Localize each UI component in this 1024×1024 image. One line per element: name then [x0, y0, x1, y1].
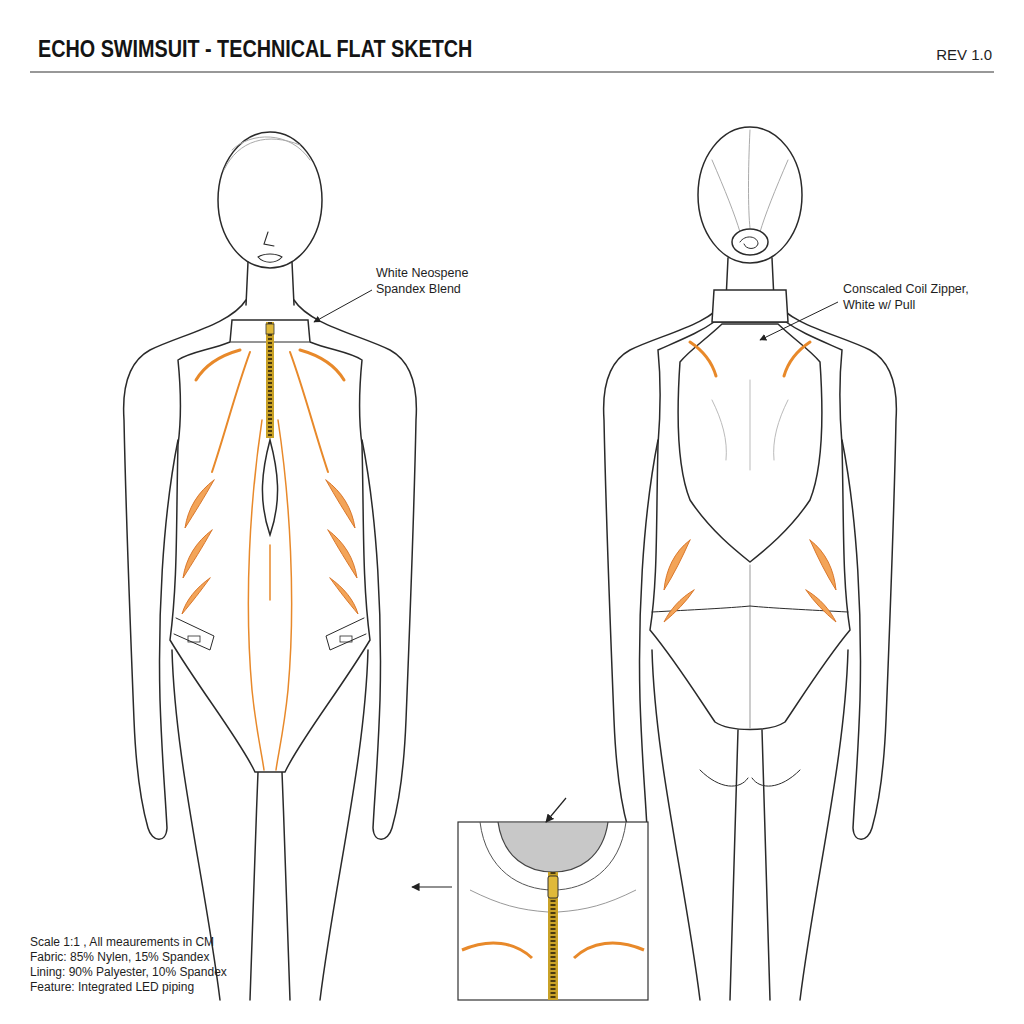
piping-crescent	[806, 590, 836, 622]
zipper-pull	[266, 324, 274, 334]
header-rule	[30, 71, 994, 72]
title-slot: ECHO SWIMSUIT - TECHNICAL FLAT SKETCH	[38, 36, 543, 63]
revision: REV 1.0	[880, 46, 992, 65]
leg-outline	[282, 772, 290, 1000]
piping-crescent	[664, 540, 690, 590]
sheet-title: ECHO SWIMSUIT - TECHNICAL FLAT SKETCH	[38, 36, 472, 63]
piping	[269, 545, 271, 600]
label-slot: Scale 1:1 , All meaurements in CM	[30, 935, 390, 950]
label-slot: Feature: Integrated LED piping	[30, 980, 390, 995]
waist-seam	[652, 606, 848, 612]
piping-crescent	[326, 480, 355, 528]
seam-line	[470, 890, 548, 912]
piping	[276, 420, 292, 770]
leg-outline	[730, 730, 738, 1000]
spec-note: Lining: 90% Palyester, 10% Spandex	[30, 965, 390, 980]
logo-tag	[188, 636, 200, 642]
spec-note: Scale 1:1 , All meaurements in CM	[30, 935, 390, 950]
leg-outline	[250, 772, 258, 1000]
neck-opening	[498, 822, 608, 872]
keyhole-cutout	[262, 440, 277, 535]
piping	[248, 420, 264, 770]
label-slot: Conscaled Coil Zipper, White w/ Pull	[843, 282, 1001, 313]
head	[698, 127, 802, 263]
zipper-tape	[548, 872, 558, 1000]
spec-note: Fabric: 85% Nylen, 15% Spandex	[30, 950, 390, 965]
zipper-pull	[548, 876, 558, 898]
logo-tag	[340, 636, 352, 642]
spine-line	[750, 380, 751, 470]
head	[218, 132, 322, 268]
collar	[712, 290, 788, 322]
neck	[246, 262, 248, 305]
callout-text: White Neospene Spandex Blend	[376, 266, 488, 297]
hip-panel	[326, 618, 366, 650]
inset-pointer	[412, 886, 452, 887]
shoulder-blade	[774, 400, 788, 460]
inset-frame	[458, 822, 648, 1000]
zipper-teeth	[268, 322, 272, 438]
piping	[574, 943, 644, 958]
hair-line	[712, 160, 740, 232]
neck	[292, 262, 294, 305]
leg-outline	[800, 650, 848, 1000]
shoulder-blade	[712, 400, 726, 460]
piping	[212, 352, 250, 472]
leader-line	[760, 302, 838, 340]
callout-text: Conscaled Coil Zipper, White w/ Pull	[843, 282, 1001, 313]
hair-bun	[732, 229, 768, 255]
lips	[258, 254, 282, 262]
gluteal-line	[752, 770, 800, 786]
label-slot: Lining: 90% Palyester, 10% Spandex	[30, 965, 390, 980]
front-figure	[124, 132, 417, 1000]
piping	[196, 350, 240, 380]
piping	[300, 350, 344, 380]
gluteal-line	[700, 770, 748, 786]
hair-line	[224, 139, 300, 170]
piping	[690, 342, 716, 376]
piping-crescent	[330, 578, 358, 614]
piping	[290, 352, 328, 472]
hair-line	[749, 130, 751, 228]
zipper-tape	[266, 322, 274, 438]
front-zipper	[266, 322, 274, 438]
piping-crescent	[183, 530, 212, 578]
piping-crescent	[185, 480, 214, 528]
label-slot: White Neospene Spandex Blend	[376, 266, 488, 297]
nose	[264, 232, 274, 246]
piping-crescent	[810, 540, 836, 590]
piping-crescent	[664, 590, 694, 622]
open-back	[678, 324, 822, 562]
piping-crescent	[182, 578, 210, 614]
piping-crescent	[328, 530, 357, 578]
leader-line	[314, 290, 372, 322]
label-slot: Fabric: 85% Nylen, 15% Spandex	[30, 950, 390, 965]
inset-pointer	[546, 798, 566, 822]
leg-outline	[652, 650, 700, 1000]
zipper-detail-inset	[412, 798, 648, 1000]
led-piping-back	[664, 342, 836, 622]
hair-line	[232, 137, 310, 160]
swimsuit-back	[650, 322, 850, 730]
seam-line	[558, 890, 636, 912]
hair-line	[760, 160, 788, 232]
label-slot: REV 1.0	[880, 46, 992, 65]
inset-content	[462, 822, 644, 1000]
center-seam	[750, 565, 751, 728]
swimsuit-front	[170, 320, 370, 772]
leg-outline	[762, 730, 770, 1000]
hair-bun	[740, 237, 758, 249]
spec-note: Feature: Integrated LED piping	[30, 980, 390, 995]
hip-panel	[174, 618, 214, 650]
piping	[784, 342, 810, 376]
piping	[462, 943, 532, 958]
